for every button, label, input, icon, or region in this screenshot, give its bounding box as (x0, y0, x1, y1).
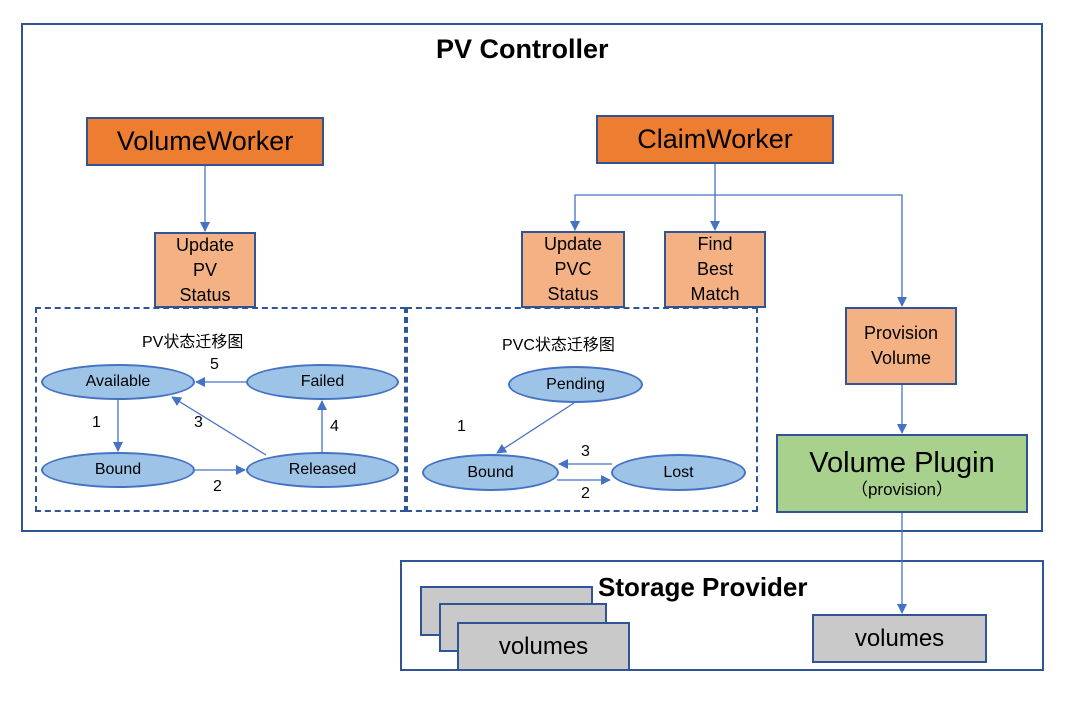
pvc-arrow-1 (496, 402, 575, 454)
pvc-state-bound[interactable]: Bound (422, 454, 559, 491)
pv-state-released[interactable]: Released (246, 452, 399, 488)
provision-volume-box[interactable]: Provision Volume (845, 307, 957, 385)
arrow-claimworker-to-update-pvc (570, 194, 715, 231)
pv-controller-frame (21, 23, 1043, 532)
volume-plugin-title: Volume Plugin (809, 446, 995, 479)
pv-transition-3-label: 3 (194, 414, 203, 431)
find-best-match-box[interactable]: Find Best Match (664, 231, 766, 308)
pv-state-available[interactable]: Available (41, 364, 195, 400)
pv-state-bound[interactable]: Bound (41, 452, 195, 488)
pv-arrow-3 (171, 396, 267, 456)
pvc-transition-2-label: 2 (581, 485, 590, 502)
pvc-transition-1-label: 1 (457, 418, 466, 435)
pv-transition-5-label: 5 (210, 356, 219, 373)
storage-provider-frame (400, 560, 1044, 671)
arrow-claimworker-to-provision (715, 194, 907, 307)
pv-state-failed[interactable]: Failed (246, 364, 399, 400)
claim-worker-box[interactable]: ClaimWorker (596, 115, 834, 164)
volume-worker-box[interactable]: VolumeWorker (86, 117, 324, 166)
update-pvc-status-box[interactable]: Update PVC Status (521, 231, 625, 308)
pvc-state-pending[interactable]: Pending (508, 366, 643, 403)
volume-plugin-box[interactable]: Volume Plugin （provision） (776, 434, 1028, 513)
pv-state-diagram-title: PV状态迁移图 (142, 334, 244, 351)
pv-state-diagram-frame (35, 307, 406, 512)
pv-transition-4-label: 4 (330, 418, 339, 435)
pvc-transition-3-label: 3 (581, 443, 590, 460)
storage-provider-title: Storage Provider (598, 572, 808, 602)
volume-plugin-subtitle: （provision） (850, 479, 954, 499)
pvc-state-diagram-frame (406, 307, 758, 512)
pvc-state-diagram-title: PVC状态迁移图 (502, 337, 615, 354)
pv-transition-1-label: 1 (92, 414, 101, 431)
volumes-box[interactable]: volumes (812, 614, 987, 663)
volumes-stack-front[interactable]: volumes (457, 622, 630, 671)
pv-controller-title: PV Controller (436, 34, 609, 64)
pvc-state-lost[interactable]: Lost (611, 454, 746, 491)
pv-transition-2-label: 2 (213, 478, 222, 495)
